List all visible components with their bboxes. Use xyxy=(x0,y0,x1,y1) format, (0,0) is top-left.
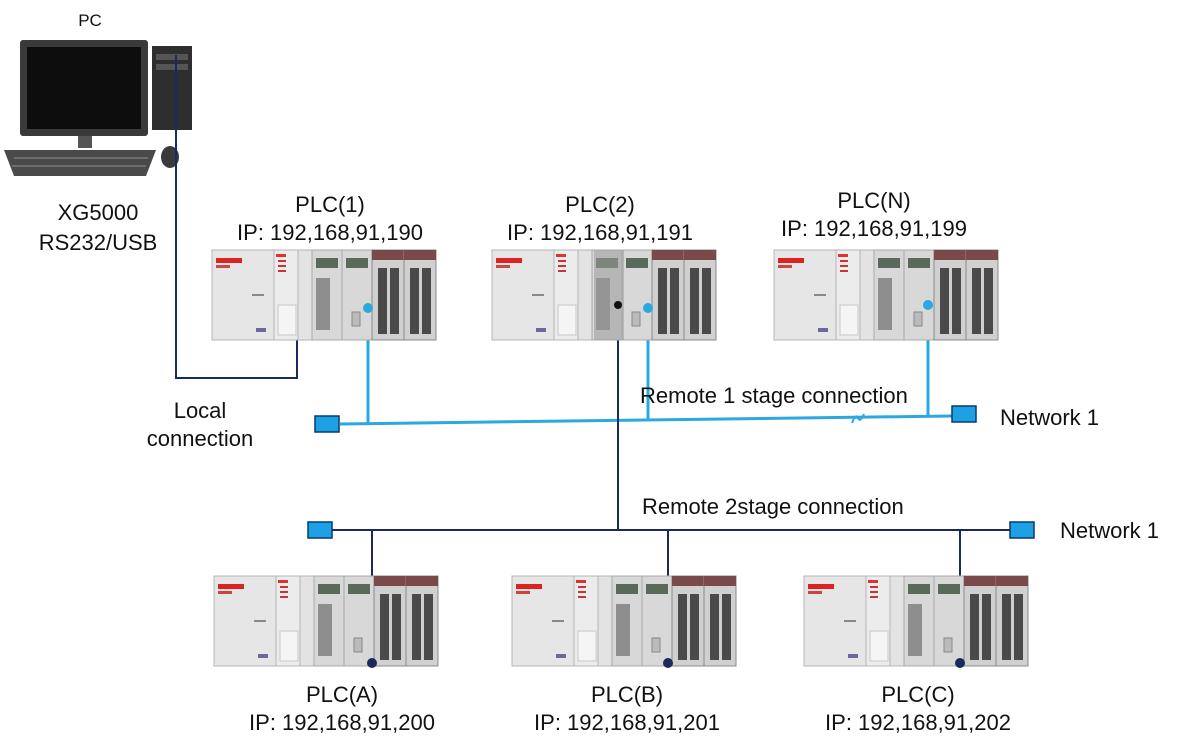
network-1-top-label: Network 1 xyxy=(1000,405,1100,430)
plc-a-rack xyxy=(213,575,439,667)
plcc-port xyxy=(955,658,965,668)
plc-b-name: PLC(B) xyxy=(590,682,664,707)
plc-n-name: PLC(N) xyxy=(837,188,911,213)
local-connection-cable xyxy=(175,55,298,379)
plc-1-rack xyxy=(211,249,437,341)
network-1-bottom-right-node xyxy=(1009,521,1035,539)
plc-1-name: PLC(1) xyxy=(295,192,365,217)
local-connection-label-line1: Local xyxy=(173,398,227,423)
network-1-top-bus xyxy=(339,414,953,426)
pc-software-label: XG5000 xyxy=(57,200,139,225)
pc-computer-icon xyxy=(4,40,192,176)
plc-n-rack xyxy=(773,249,999,341)
line-break-mark xyxy=(851,413,865,424)
keyboard-icon xyxy=(4,150,156,176)
plc2-remote-port xyxy=(614,301,622,309)
plc-2-name: PLC(2) xyxy=(565,192,635,217)
mouse-icon xyxy=(161,146,179,168)
network-1-bottom-label: Network 1 xyxy=(1060,518,1160,543)
plc-c-name: PLC(C) xyxy=(881,682,955,707)
plcn-port xyxy=(923,300,933,310)
local-connection-label-line2: connection xyxy=(146,426,254,451)
plc-c-rack xyxy=(803,575,1029,667)
plc2-port xyxy=(643,303,653,313)
pc-label: PC xyxy=(78,11,102,30)
plc-1-ip: IP: 192,168,91,190 xyxy=(237,220,423,245)
plc-n-ip: IP: 192,168,91,199 xyxy=(781,216,967,241)
remote-1-stage-label: Remote 1 stage connection xyxy=(640,383,908,408)
plc-b-ip: IP: 192,168,91,201 xyxy=(534,710,720,735)
plc-a-name: PLC(A) xyxy=(305,682,379,707)
plc-a-ip: IP: 192,168,91,200 xyxy=(249,710,435,735)
network-1-top-left-node xyxy=(314,415,340,433)
network-1-top-right-node xyxy=(951,405,977,423)
plc-2-remote-module xyxy=(594,250,624,340)
network-1-bottom-left-node xyxy=(307,521,333,539)
plc-c-ip: IP: 192,168,91,202 xyxy=(825,710,1011,735)
remote-2-stage-label: Remote 2stage connection xyxy=(642,494,904,519)
pc-port-label: RS232/USB xyxy=(38,230,158,255)
plcb-port xyxy=(663,658,673,668)
plc-2-ip: IP: 192,168,91,191 xyxy=(507,220,693,245)
plc-b-rack xyxy=(511,575,737,667)
plca-port xyxy=(367,658,377,668)
plc1-port xyxy=(363,303,373,313)
